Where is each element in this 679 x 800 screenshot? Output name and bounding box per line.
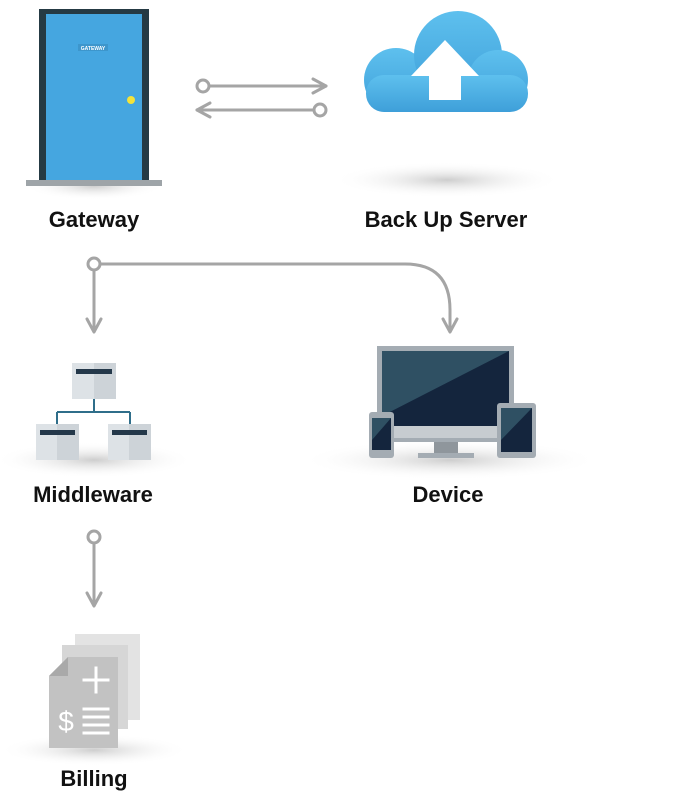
backup-server-label: Back Up Server: [364, 207, 528, 232]
gateway-branch-connector: [85, 256, 459, 334]
billing-shadow: [0, 734, 189, 766]
network-hierarchy-icon: [0, 363, 194, 478]
door-sign-plate: [78, 44, 108, 51]
device-label: Device: [412, 482, 484, 507]
door-panel: [46, 14, 142, 181]
cloud-shadow: [332, 162, 562, 198]
billing-document-icon: $: [0, 634, 189, 766]
cloud-upload-icon: [332, 11, 562, 198]
gateway-door-icon: GATEWAY: [24, 9, 164, 200]
door-sign-text: GATEWAY: [81, 46, 106, 52]
billing-label: Billing: [60, 766, 128, 791]
door-threshold: [26, 180, 162, 186]
upload-arrow: [411, 40, 479, 100]
devices-icon: [300, 346, 600, 480]
middleware-shadow: [0, 442, 194, 478]
gateway-label: Gateway: [48, 207, 140, 232]
dollar-sign: $: [58, 706, 74, 737]
middleware-billing-connector: [85, 529, 103, 608]
middleware-label: Middleware: [33, 482, 153, 507]
door-knob: [127, 96, 135, 104]
gateway-backup-connector: [195, 77, 328, 119]
